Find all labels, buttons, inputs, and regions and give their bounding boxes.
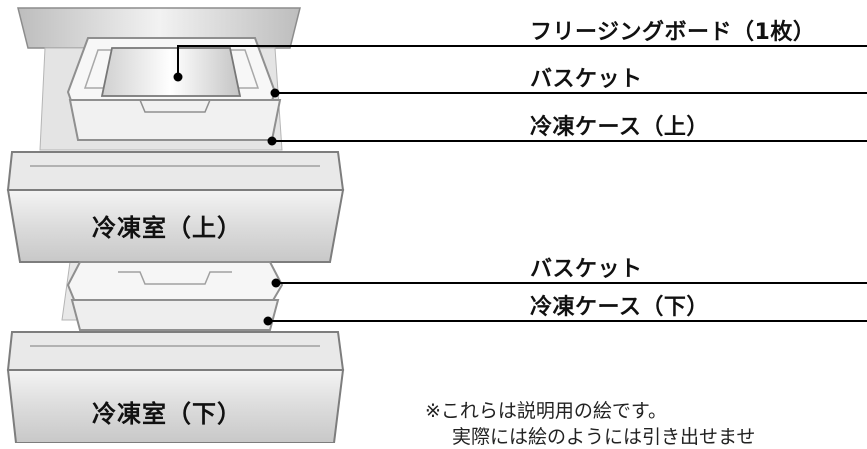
note-line-1: ※これらは説明用の絵です。 — [425, 400, 668, 422]
leader-lines — [177, 45, 867, 326]
basket-lower — [66, 261, 284, 303]
callout-basket-upper: バスケット — [530, 67, 643, 92]
callout-case-lower: 冷凍ケース（下） — [530, 295, 709, 320]
callout-case-upper: 冷凍ケース（上） — [530, 115, 709, 140]
drawer-label-lower: 冷凍室（下） — [92, 400, 242, 428]
freezer-case-lower — [70, 299, 280, 331]
callout-freezing-board: フリージングボード（1枚） — [530, 20, 816, 45]
drawer-upper — [6, 151, 345, 263]
callout-basket-lower: バスケット — [530, 257, 643, 282]
freezer-case-upper — [68, 99, 282, 141]
note-line-2: 実際には絵のようには引き出せませ — [452, 426, 756, 448]
drawer-lower — [6, 331, 345, 443]
drawer-label-upper: 冷凍室（上） — [92, 214, 242, 242]
freezing-board — [100, 47, 242, 97]
leader-freezing-board — [177, 45, 867, 77]
